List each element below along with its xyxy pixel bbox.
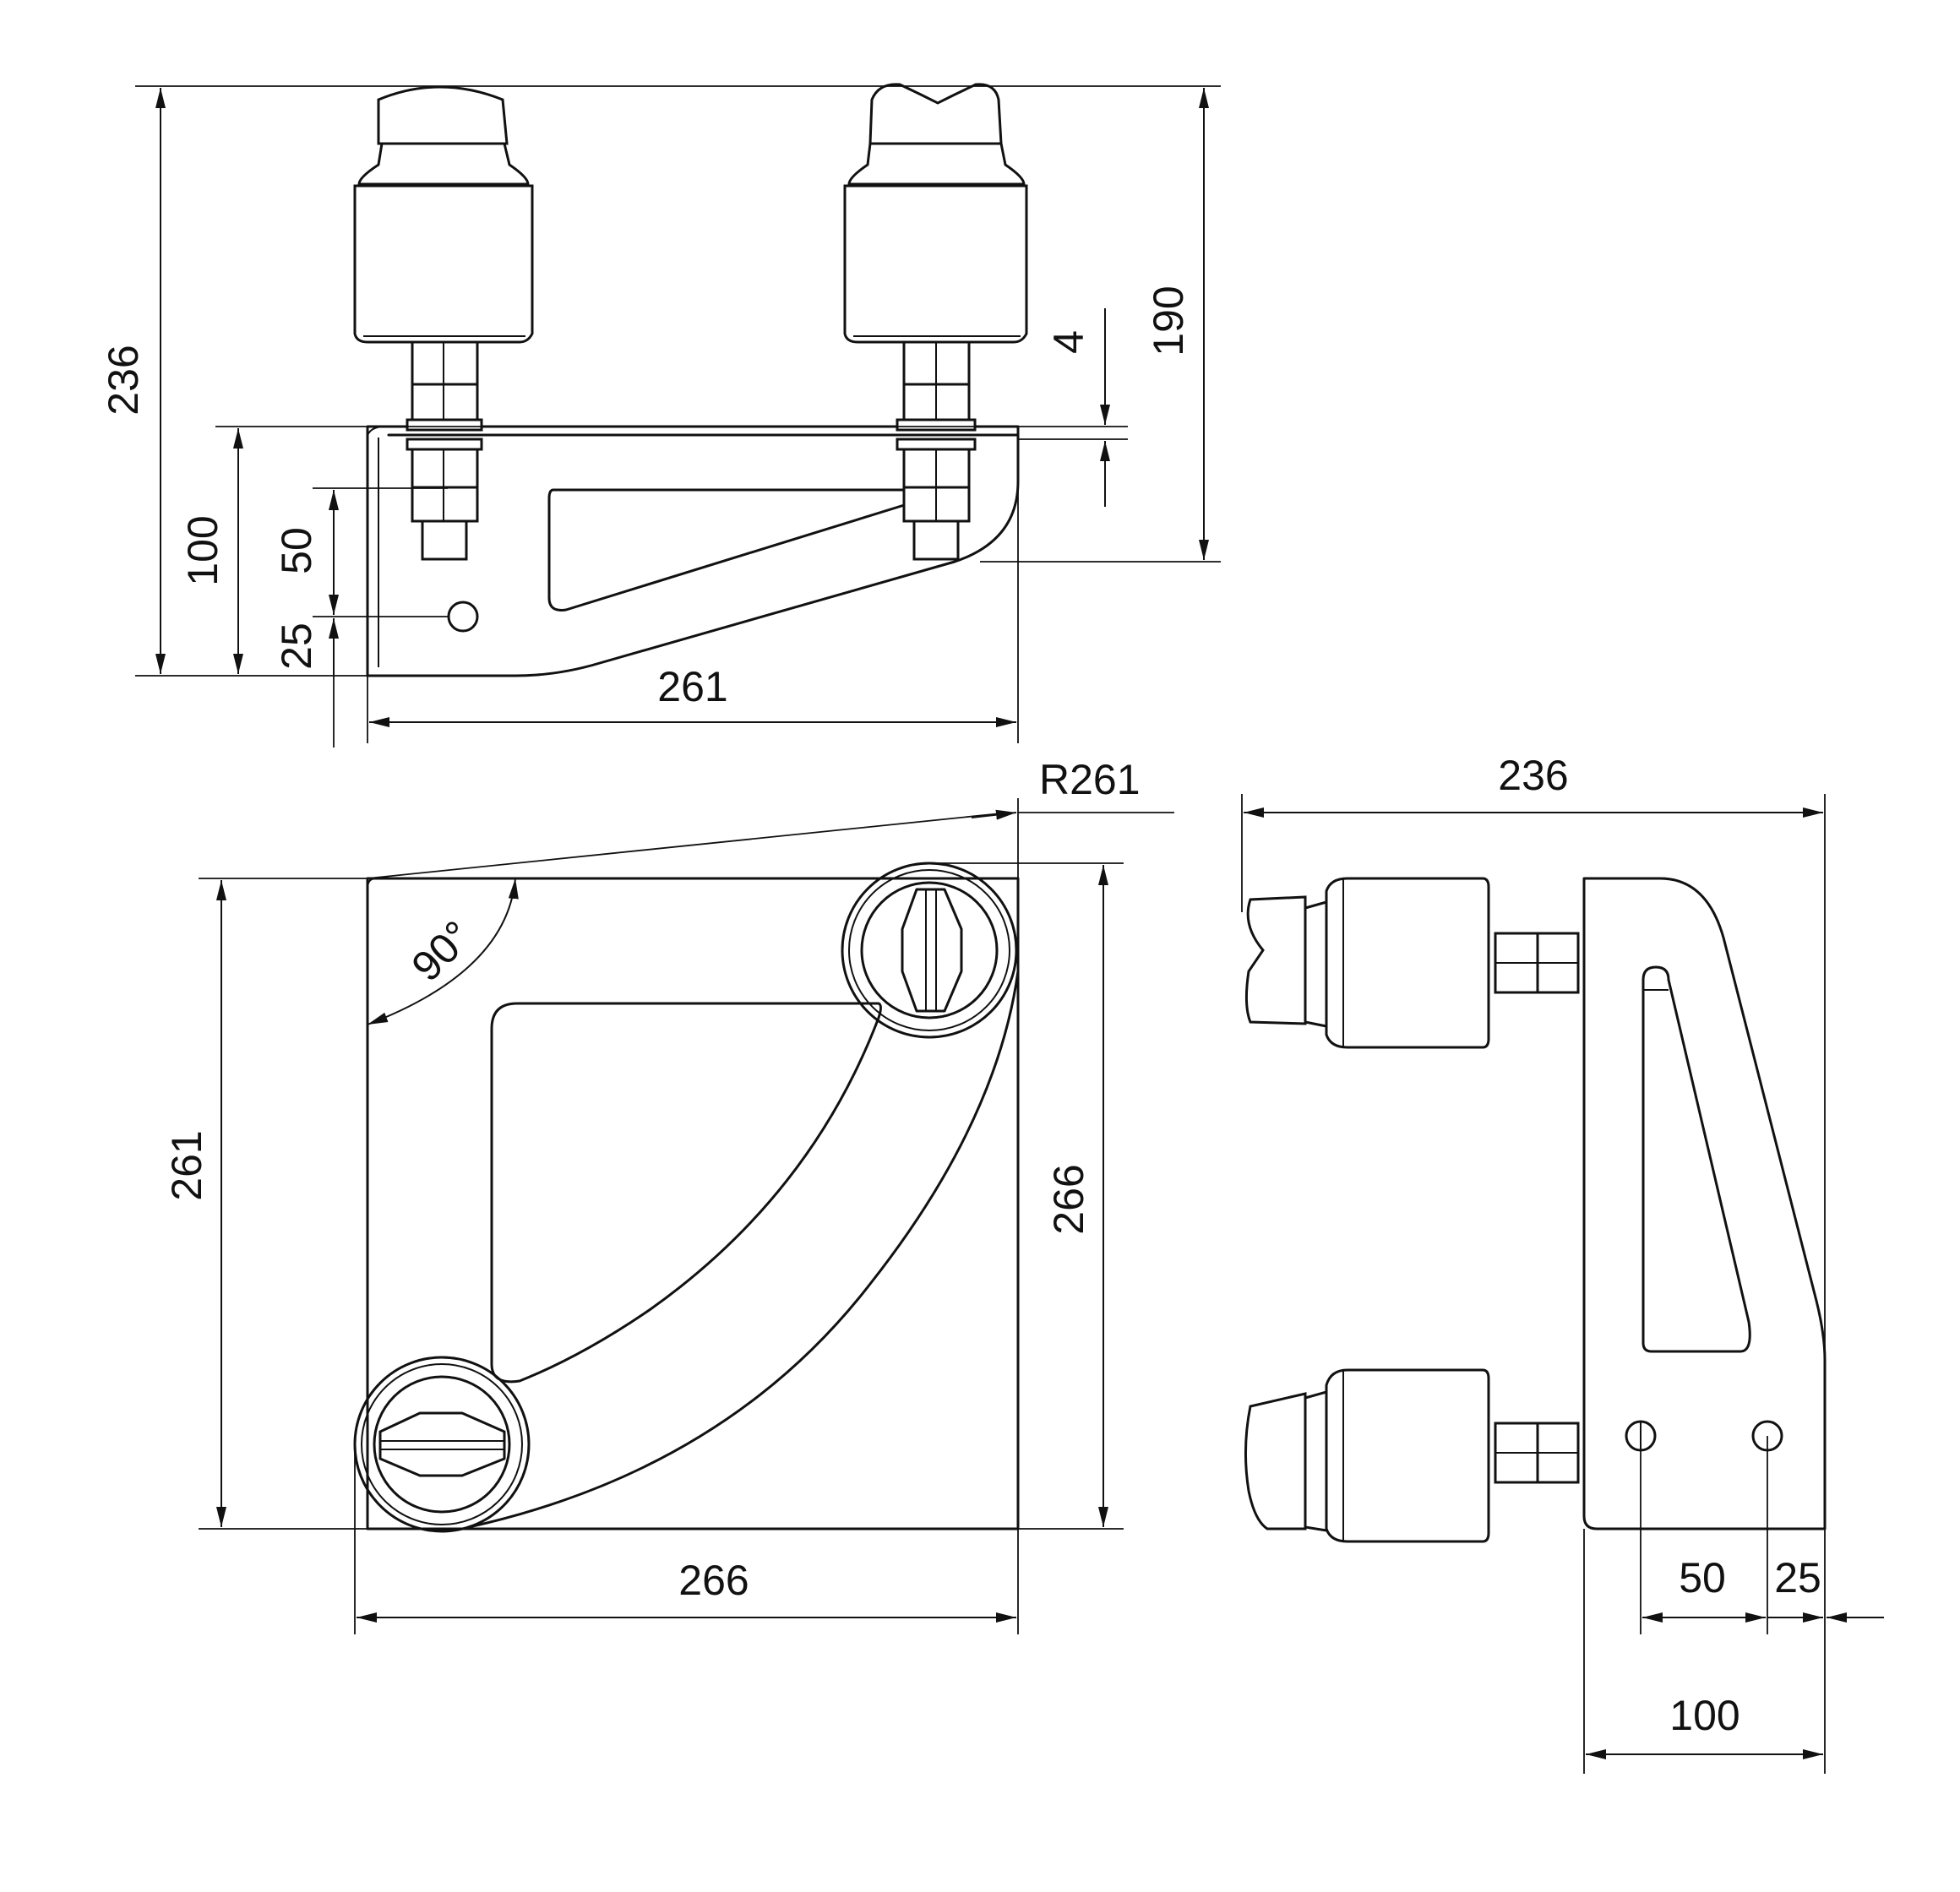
dim-top-hole-upper: 50 (273, 527, 320, 574)
side-insulator-upper (1244, 877, 1580, 1049)
side-insulator-lower (1244, 1368, 1580, 1543)
side-bracket-outline (1582, 877, 1827, 1530)
front-view: R261 90° 261 266 266 (163, 756, 1174, 1634)
front-inner-slot (490, 1002, 882, 1384)
dim-top-hole-lower: 25 (273, 623, 320, 670)
dim-front-angle: 90° (402, 911, 481, 990)
dim-front-width-bottom: 266 (678, 1557, 749, 1604)
right-insulator (843, 83, 1028, 561)
dim-front-height-right: 266 (1045, 1164, 1092, 1234)
top-slot (547, 488, 914, 612)
dim-side-base-width: 100 (1669, 1692, 1740, 1739)
side-view: 236 50 25 100 (1241, 752, 1884, 1774)
dim-top-insulator-height: 190 (1145, 285, 1192, 356)
front-insulator-top-right (841, 862, 1018, 1039)
front-insulator-bottom-left (353, 1356, 531, 1533)
front-bracket-arc (467, 970, 1020, 1529)
top-hole-lower (447, 601, 479, 633)
dim-top-mount-height: 100 (179, 515, 226, 585)
left-insulator (353, 85, 534, 561)
dim-top-overall-height: 236 (100, 345, 147, 415)
side-slot (1642, 965, 1751, 1353)
dim-top-base-width: 261 (657, 663, 727, 710)
top-view: 236 100 50 25 261 4 190 (100, 83, 1221, 748)
dim-side-hole-edge: 25 (1774, 1554, 1821, 1601)
front-frame (366, 877, 1020, 1530)
dim-side-overall-width: 236 (1498, 752, 1568, 799)
dim-side-hole-spacing: 50 (1679, 1554, 1726, 1601)
dim-front-radius: R261 (1039, 756, 1141, 803)
top-bracket-outline (366, 425, 1020, 677)
dim-top-plate-thickness: 4 (1045, 330, 1092, 354)
dim-front-height-left: 261 (163, 1130, 210, 1200)
